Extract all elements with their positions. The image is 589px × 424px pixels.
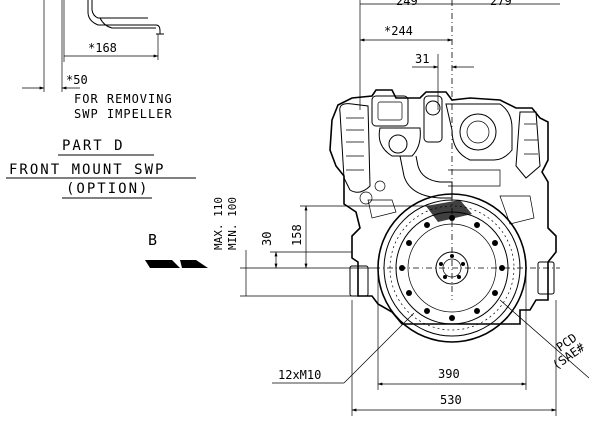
dimension-31: 31 [415,52,429,66]
flywheel-bolts [399,215,505,321]
dimension-max-110: MAX. 110 [212,197,225,250]
dimension-530: 530 [440,393,462,407]
dimension-390: 390 [438,367,460,381]
dimension-249: 249 [396,0,418,8]
note-removing-2: SWP IMPELLER [74,107,173,121]
dimension-30: 30 [260,232,274,246]
part-d-caption: PART D FRONT MOUNT SWP (OPTION) [6,138,196,199]
flywheel [374,193,560,343]
engine-body [329,89,557,325]
dimension-min-100: MIN. 100 [226,197,239,250]
note-removing-1: FOR REMOVING [74,92,173,106]
hub-bolts [439,254,465,279]
part-d-subtitle: FRONT MOUNT SWP [9,162,165,178]
height-dimensions: MAX. 110 MIN. 100 30 158 [212,197,430,297]
dimension-158: 158 [290,224,304,246]
part-d-view: *168 *50 FOR REMOVING SWP IMPELLER [22,0,173,121]
view-b-label: B [148,231,157,249]
dimension-50: *50 [66,73,88,87]
bolt-spec: 12xM10 [278,368,321,382]
bottom-dimensions: 12xM10 390 530 PCD (SAE# [272,268,589,416]
view-arrow-icon [145,260,180,268]
dimension-244: *244 [384,24,413,38]
top-dimensions: 249 279 *244 31 [359,0,560,300]
part-d-option: (OPTION) [66,181,149,197]
view-b-indicator: B [145,231,208,268]
dimension-168: *168 [88,41,117,55]
part-d-title: PART D [62,138,125,154]
